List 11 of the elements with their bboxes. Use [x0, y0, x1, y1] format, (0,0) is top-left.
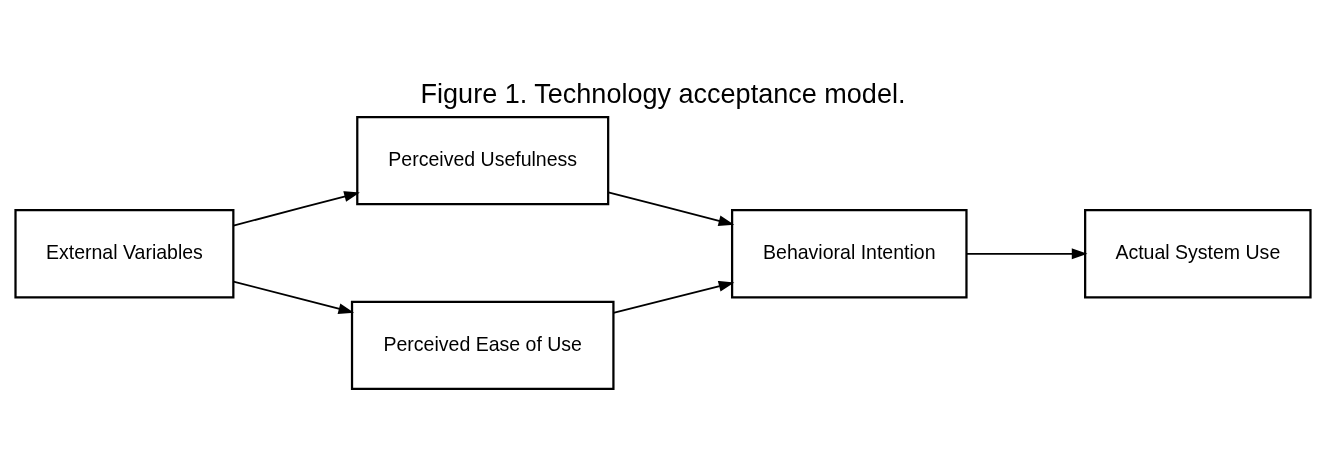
arrow — [612, 280, 735, 314]
arrow — [232, 280, 355, 315]
node-box: Actual System Use — [1084, 209, 1312, 299]
node-box: External Variables — [14, 209, 235, 299]
arrow — [232, 191, 360, 227]
arrow — [965, 248, 1088, 260]
node-box: Perceived Ease of Use — [350, 300, 615, 391]
arrow — [607, 191, 735, 227]
node-box: Perceived Usefulness — [356, 115, 610, 206]
diagram-title: Figure 1. Technology acceptance model. — [420, 78, 906, 109]
node-box: Behavioral Intention — [731, 209, 968, 299]
